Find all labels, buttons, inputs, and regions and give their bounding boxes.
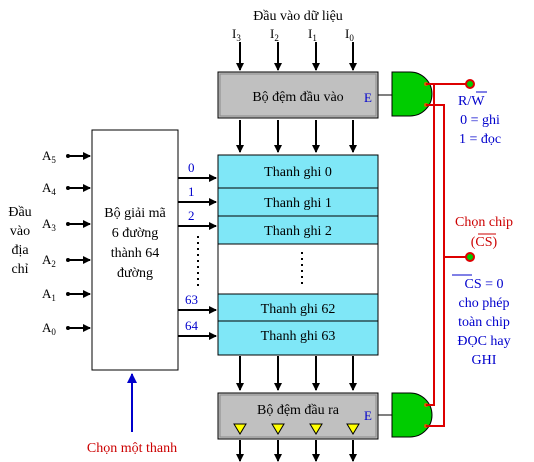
decoder-output-2: 2 bbox=[188, 208, 195, 223]
decoder-output-63: 63 bbox=[185, 292, 198, 307]
chip-select-note-5: GHI bbox=[472, 353, 497, 368]
register-to-output-arrows bbox=[236, 356, 357, 391]
register-0: Thanh ghi 0 bbox=[264, 165, 332, 180]
output-buffer-label: Bộ đệm đầu ra bbox=[257, 403, 340, 418]
svg-text:A0: A0 bbox=[42, 320, 56, 337]
svg-text:I1: I1 bbox=[308, 26, 317, 43]
buffer-to-register-arrows bbox=[236, 120, 357, 153]
address-line-a2: A2 bbox=[42, 252, 91, 269]
input-enable-gate bbox=[378, 71, 433, 117]
data-input-line-i2: I2 bbox=[270, 26, 282, 71]
control-terminals bbox=[465, 79, 475, 262]
svg-text:A4: A4 bbox=[42, 180, 56, 197]
data-input-line-i0: I0 bbox=[345, 26, 357, 71]
svg-text:I2: I2 bbox=[270, 26, 279, 43]
data-input-title: Đầu vào dữ liệu bbox=[253, 9, 343, 24]
chip-select-title-1: Chọn chip bbox=[455, 215, 513, 230]
rw-label: R/W bbox=[458, 94, 485, 109]
decoder-label-3: thành 64 bbox=[111, 246, 160, 261]
output-enable-gate bbox=[378, 392, 433, 438]
register-63: Thanh ghi 63 bbox=[261, 329, 336, 344]
svg-text:I3: I3 bbox=[232, 26, 241, 43]
chip-select-note-4: ĐỌC hay bbox=[457, 334, 510, 349]
decoder-label-1: Bộ giải mã bbox=[104, 206, 166, 221]
data-input-line-i3: I3 bbox=[232, 26, 244, 71]
address-label-1: Đầu bbox=[8, 205, 31, 220]
tristate-triangle-1 bbox=[233, 423, 247, 435]
address-line-a1: A1 bbox=[42, 286, 91, 303]
tristate-triangle-4 bbox=[346, 423, 360, 435]
output-lines bbox=[236, 440, 357, 462]
svg-text:I0: I0 bbox=[345, 26, 354, 43]
chip-select-note-1: CS = 0 bbox=[464, 277, 503, 292]
decoder: Bộ giải mã 6 đường thành 64 đường bbox=[91, 129, 179, 371]
address-label-4: chỉ bbox=[11, 262, 28, 277]
input-buffer: Bộ đệm đầu vào E bbox=[217, 71, 379, 119]
address-line-a5: A5 bbox=[42, 148, 91, 165]
output-buffer: Bộ đệm đầu ra E bbox=[217, 392, 379, 440]
rw-line-1: 0 = ghi bbox=[460, 113, 500, 128]
output-buffer-enable: E bbox=[364, 408, 372, 423]
chip-select-title-2: (CS) bbox=[471, 235, 498, 250]
address-label-2: vào bbox=[10, 224, 30, 239]
select-row-label: Chọn một thanh bbox=[87, 441, 177, 456]
tristate-triangle-2 bbox=[271, 423, 285, 435]
rw-line-2: 1 = đọc bbox=[459, 132, 501, 147]
decoder-output-0: 0 bbox=[188, 160, 195, 175]
register-62: Thanh ghi 62 bbox=[261, 302, 336, 317]
decoder-output-1: 1 bbox=[188, 184, 195, 199]
address-line-a4: A4 bbox=[42, 180, 91, 197]
input-buffer-label: Bộ đệm đầu vào bbox=[252, 90, 343, 105]
chip-select-note-2: cho phép bbox=[459, 296, 510, 311]
decoder-output-lines bbox=[178, 174, 217, 340]
input-buffer-enable: E bbox=[364, 90, 372, 105]
address-label-3: địa bbox=[11, 243, 29, 258]
decoder-label-4: đường bbox=[117, 266, 153, 281]
svg-text:A5: A5 bbox=[42, 148, 56, 165]
svg-text:A2: A2 bbox=[42, 252, 56, 269]
chip-select-note-3: toàn chip bbox=[458, 315, 510, 330]
register-array bbox=[217, 154, 379, 356]
decoder-output-64: 64 bbox=[185, 318, 199, 333]
svg-text:A3: A3 bbox=[42, 216, 56, 233]
svg-text:A1: A1 bbox=[42, 286, 56, 303]
data-input-line-i1: I1 bbox=[308, 26, 320, 71]
tristate-triangle-3 bbox=[309, 423, 323, 435]
register-2: Thanh ghi 2 bbox=[264, 224, 332, 239]
decoder-label-2: 6 đường bbox=[112, 226, 159, 241]
register-1: Thanh ghi 1 bbox=[264, 196, 332, 211]
address-line-a0: A0 bbox=[42, 320, 91, 337]
address-line-a3: A3 bbox=[42, 216, 91, 233]
